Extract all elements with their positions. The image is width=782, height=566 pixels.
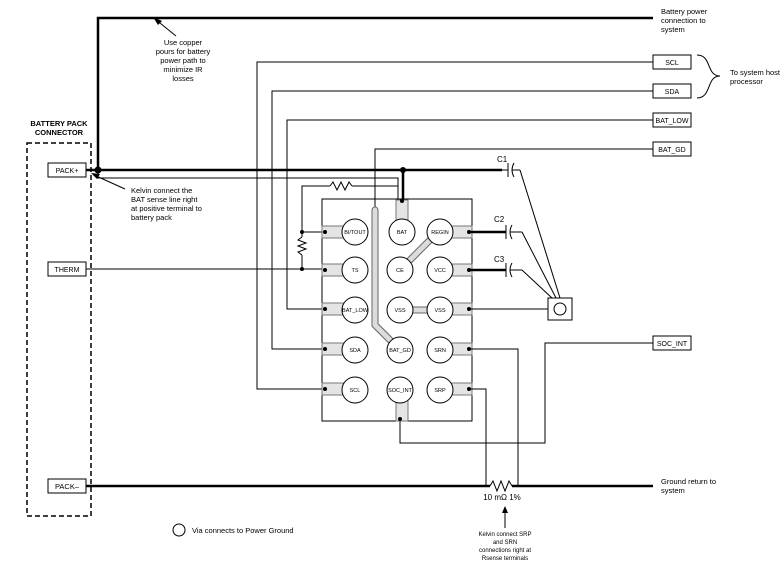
svg-text:Kelvin connect SRP: Kelvin connect SRP bbox=[478, 532, 531, 538]
svg-text:VSS: VSS bbox=[394, 308, 405, 314]
svg-text:SCL: SCL bbox=[350, 388, 361, 394]
svg-text:battery pack: battery pack bbox=[131, 213, 172, 222]
svg-text:power path to: power path to bbox=[160, 56, 205, 65]
host-pin-sda: SDA bbox=[652, 83, 692, 99]
svg-text:at positive terminal to: at positive terminal to bbox=[131, 204, 202, 213]
ic-pin-ts: TS bbox=[341, 256, 369, 284]
ic-pin-sda: SDA bbox=[341, 336, 369, 364]
host-bat-low-label: BAT_LOW bbox=[656, 118, 689, 125]
kelvin-bat-arrow bbox=[93, 174, 126, 190]
pack-plus-label: PACK+ bbox=[56, 168, 79, 175]
host-bat-gd-label: BAT_GD bbox=[658, 147, 686, 154]
pack-plus-pin: PACK+ bbox=[47, 162, 87, 178]
c3-label: C3 bbox=[494, 255, 505, 264]
pack-minus-pin: PACK– bbox=[47, 478, 87, 494]
svg-text:system: system bbox=[661, 25, 685, 34]
svg-text:SRN: SRN bbox=[434, 348, 446, 354]
c1-label: C1 bbox=[497, 155, 508, 164]
ic-pin-srp: SRP bbox=[426, 376, 454, 404]
svg-text:BAT_LOW: BAT_LOW bbox=[342, 308, 369, 314]
host-note: To system host processor bbox=[730, 68, 781, 86]
ground-return-path bbox=[86, 348, 653, 493]
host-scl-label: SCL bbox=[665, 60, 679, 67]
copper-pour-note: Use copper pours for battery power path … bbox=[156, 38, 211, 83]
ic-pin-vss-1: VSS bbox=[386, 296, 414, 324]
ic-pin-vss-2: VSS bbox=[426, 296, 454, 324]
svg-text:REGIN: REGIN bbox=[431, 230, 448, 236]
host-brace bbox=[696, 54, 721, 99]
svg-text:processor: processor bbox=[730, 77, 763, 86]
svg-text:losses: losses bbox=[172, 74, 194, 83]
svg-text:connections right at: connections right at bbox=[479, 548, 531, 554]
svg-text:TS: TS bbox=[351, 268, 358, 274]
ic-pads bbox=[321, 199, 473, 422]
host-sda-label: SDA bbox=[665, 89, 680, 96]
ground-return-note: Ground return to system bbox=[661, 477, 716, 495]
connector-title-1: BATTERY PACK bbox=[30, 119, 88, 128]
pack-minus-label: PACK– bbox=[55, 482, 80, 491]
svg-text:BI/TOUT: BI/TOUT bbox=[344, 230, 366, 236]
svg-text:system: system bbox=[661, 486, 685, 495]
legend: Via connects to Power Ground bbox=[172, 523, 294, 537]
kelvin-srp-note: Kelvin connect SRP and SRN connections r… bbox=[478, 532, 531, 562]
svg-text:BAT sense line right: BAT sense line right bbox=[131, 195, 198, 204]
cap-ground-wires bbox=[469, 169, 561, 310]
host-pin-bat-low: BAT_LOW bbox=[652, 112, 692, 128]
c2-label: C2 bbox=[494, 215, 505, 224]
ic-pin-regin: REGIN bbox=[426, 218, 454, 246]
via-legend-icon bbox=[172, 523, 186, 537]
battery-pack-connector: BATTERY PACK CONNECTOR bbox=[26, 119, 92, 517]
capacitor-c3: C3 bbox=[469, 255, 522, 278]
annotations: Battery power connection to system Use c… bbox=[131, 7, 781, 562]
host-pin-soc-int: SOC_INT bbox=[652, 335, 692, 351]
svg-text:VCC: VCC bbox=[434, 268, 446, 274]
svg-text:Kelvin connect the: Kelvin connect the bbox=[131, 186, 192, 195]
svg-text:VSS: VSS bbox=[434, 308, 445, 314]
kelvin-bat-note: Kelvin connect the BAT sense line right … bbox=[131, 186, 202, 222]
svg-text:Use copper: Use copper bbox=[164, 38, 203, 47]
ic-pin-vcc: VCC bbox=[426, 256, 454, 284]
ic-pin-bitout: BI/TOUT bbox=[341, 218, 369, 246]
ic-pin-bat-low: BAT_LOW bbox=[341, 296, 369, 324]
battery-power-note: Battery power connection to system bbox=[661, 7, 708, 34]
svg-text:Ground return to: Ground return to bbox=[661, 477, 716, 486]
legend-text: Via connects to Power Ground bbox=[192, 526, 294, 535]
ic-pin-scl: SCL bbox=[341, 376, 369, 404]
ground-via bbox=[547, 297, 573, 321]
therm-pin: THERM bbox=[47, 261, 87, 277]
ic-pin-soc-int: SOC_INT bbox=[386, 376, 414, 404]
svg-text:SOC_INT: SOC_INT bbox=[388, 388, 412, 394]
svg-text:To system host: To system host bbox=[730, 68, 781, 77]
ic-pin-bat-gd: BAT_GD bbox=[386, 336, 414, 364]
svg-text:and SRN: and SRN bbox=[493, 540, 517, 546]
svg-text:minimize IR: minimize IR bbox=[163, 65, 203, 74]
therm-label: THERM bbox=[55, 267, 80, 274]
rsense-label: 10 mΩ 1% bbox=[483, 493, 521, 502]
connector-title-2: CONNECTOR bbox=[35, 128, 84, 137]
svg-text:connection to: connection to bbox=[661, 16, 706, 25]
svg-text:pours for battery: pours for battery bbox=[156, 47, 211, 56]
svg-text:Battery power: Battery power bbox=[661, 7, 708, 16]
ic-pins: BI/TOUT BAT REGIN TS CE VCC BAT_LOW VSS … bbox=[341, 218, 454, 404]
svg-text:BAT_GD: BAT_GD bbox=[389, 348, 411, 354]
host-pin-scl: SCL bbox=[652, 54, 692, 70]
svg-text:SDA: SDA bbox=[349, 348, 361, 354]
host-soc-int-label: SOC_INT bbox=[657, 341, 688, 348]
capacitor-c2: C2 bbox=[469, 215, 522, 240]
signal-wires bbox=[86, 61, 653, 444]
ic-pin-ce: CE bbox=[386, 256, 414, 284]
ic-pin-bat: BAT bbox=[388, 218, 416, 246]
host-pin-bat-gd: BAT_GD bbox=[652, 141, 692, 157]
svg-text:CE: CE bbox=[396, 268, 404, 274]
ic-pin-srn: SRN bbox=[426, 336, 454, 364]
capacitor-c1: C1 bbox=[497, 155, 520, 178]
svg-text:Rsense terminals: Rsense terminals bbox=[482, 556, 528, 562]
svg-text:SRP: SRP bbox=[434, 388, 446, 394]
copper-arrowhead bbox=[153, 17, 162, 25]
svg-text:BAT: BAT bbox=[397, 230, 408, 236]
